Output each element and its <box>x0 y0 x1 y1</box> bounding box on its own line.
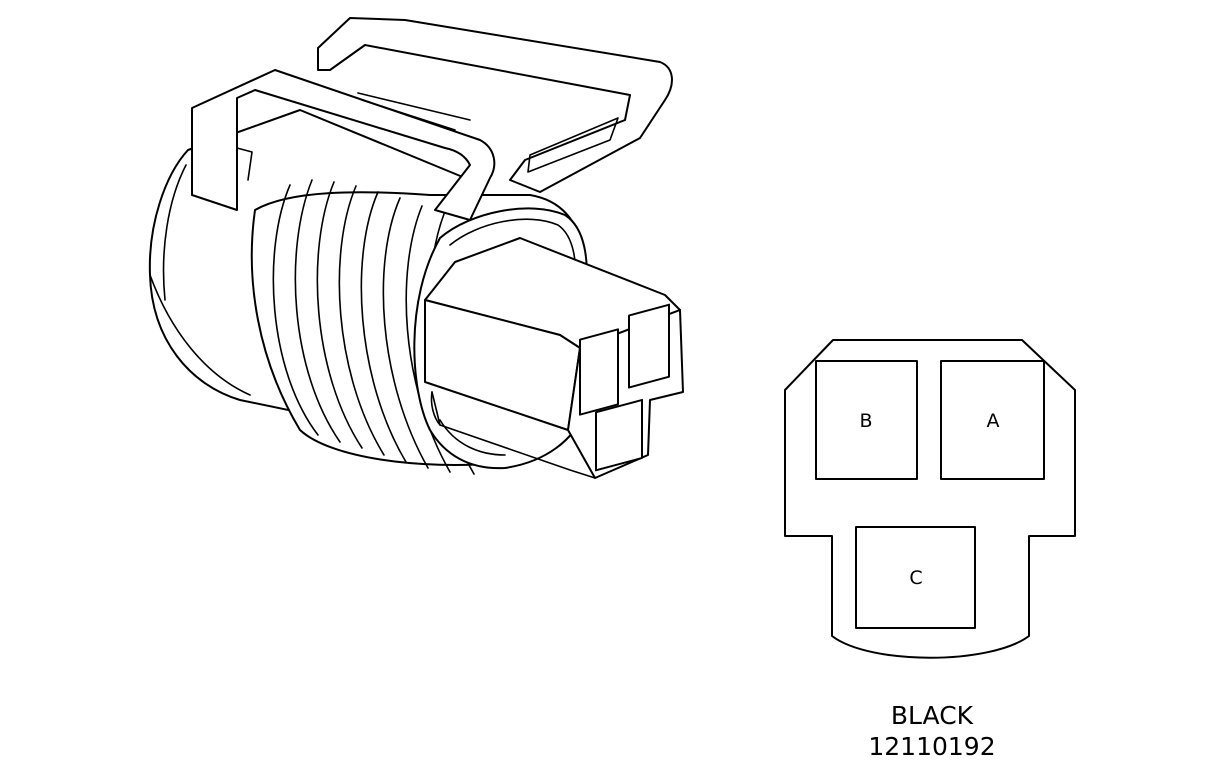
plug-cavity-a <box>628 303 670 389</box>
plug-cavity-b <box>579 328 619 416</box>
latch-bridge <box>317 17 673 193</box>
pin-label-c: C <box>909 567 922 589</box>
connector-caption: BLACK 12110192 <box>868 701 995 761</box>
pin-label-a: A <box>987 410 1000 432</box>
pin-cavity-b <box>815 360 918 480</box>
latch-left-arm <box>191 69 496 221</box>
pin-cavity-c <box>855 526 976 629</box>
connector-3d-illustration <box>148 17 684 479</box>
connector-part-number: 12110192 <box>868 732 995 761</box>
pin-cavity-a <box>940 360 1045 480</box>
connector-face-view: B A C <box>784 339 1076 659</box>
connector-color-label: BLACK <box>891 701 974 730</box>
pin-label-b: B <box>859 410 872 432</box>
plug-cavity-c <box>595 398 643 472</box>
